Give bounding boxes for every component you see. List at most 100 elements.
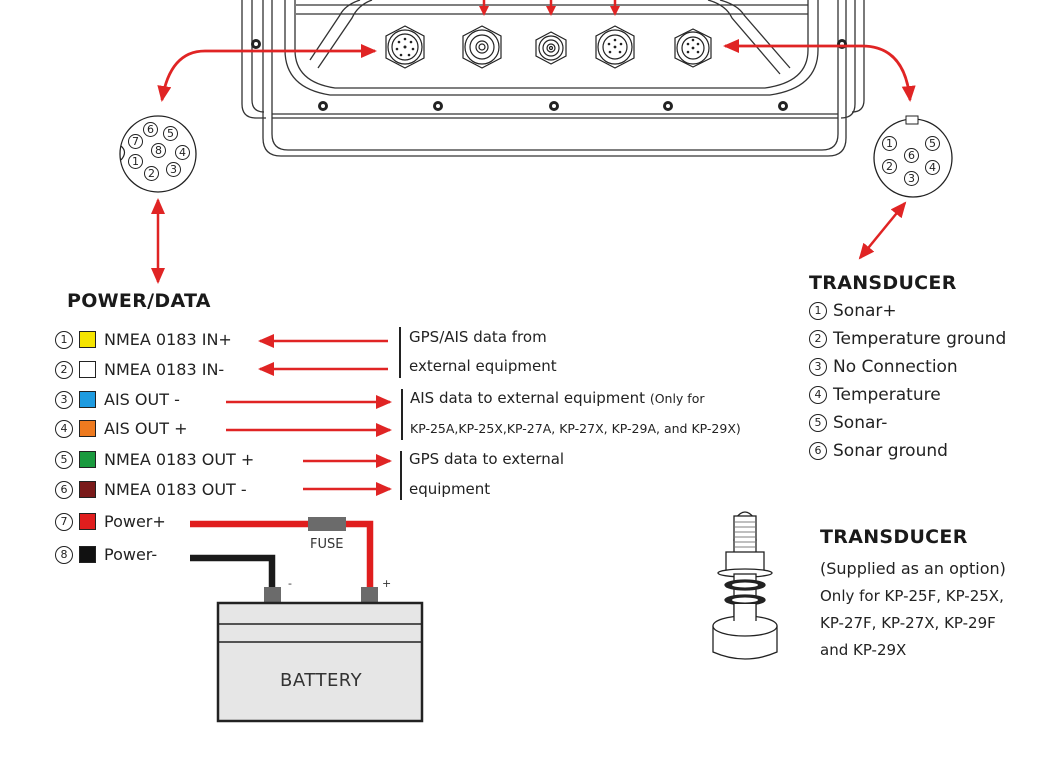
- transducer-option-models-1: Only for KP-25F, KP-25X,: [820, 587, 1004, 605]
- pin-row-3: 3 AIS OUT -: [55, 390, 180, 409]
- power-positive-wire: [190, 520, 374, 592]
- pin-number: 5: [809, 414, 827, 432]
- desc-ais-out-suffix: (Only for: [649, 391, 705, 406]
- pin-label: Sonar+: [833, 301, 897, 321]
- power-connector-pin: 6: [143, 122, 158, 137]
- transducer-pin-6: 6 Sonar ground: [809, 441, 948, 461]
- device-connector-antenna-1: [462, 25, 502, 69]
- pin-label: Power-: [104, 545, 158, 564]
- power-connector-pin: 8: [151, 143, 166, 158]
- wire-color-swatch: [79, 331, 96, 348]
- pin-label: Sonar ground: [833, 441, 948, 461]
- pin-row-7: 7 Power+: [55, 512, 166, 531]
- pin-label: AIS OUT +: [104, 419, 188, 438]
- transducer-option-models-3: and KP-29X: [820, 641, 907, 659]
- pin-number: 4: [809, 386, 827, 404]
- wire-color-swatch: [79, 481, 96, 498]
- desc-ais-out-line1: AIS data to external equipment (Only for: [410, 389, 704, 407]
- desc-gps-ais-in-line2: external equipment: [409, 357, 557, 375]
- transducer-connector-pin: 5: [925, 136, 940, 151]
- power-data-heading: POWER/DATA: [67, 290, 211, 312]
- signal-arrows: [226, 334, 392, 496]
- pin-label: No Connection: [833, 357, 958, 377]
- wire-color-swatch: [79, 391, 96, 408]
- transducer-pin-2: 2 Temperature ground: [809, 329, 1006, 349]
- wire-color-swatch: [79, 420, 96, 437]
- pin-label: Temperature: [833, 385, 941, 405]
- fuse: [308, 517, 346, 531]
- pin-number: 1: [809, 302, 827, 320]
- pin-label: Temperature ground: [833, 329, 1007, 349]
- desc-ais-out-line2: KP-25A,KP-25X,KP-27A, KP-27X, KP-29A, an…: [410, 421, 741, 436]
- pin-number: 3: [55, 390, 73, 409]
- pin-number: 3: [809, 358, 827, 376]
- transducer-option-models-2: KP-27F, KP-27X, KP-29F: [820, 614, 996, 632]
- device-connector-network: [595, 25, 635, 69]
- battery: [216, 587, 424, 723]
- battery-negative-sign: -: [288, 577, 292, 590]
- pin-label: NMEA 0183 OUT -: [104, 480, 247, 499]
- pin-number: 6: [809, 442, 827, 460]
- power-connector-pin: 5: [163, 126, 178, 141]
- pin-number: 6: [55, 480, 73, 499]
- desc-gps-out-line2: equipment: [409, 480, 491, 498]
- transducer-pin-3: 3 No Connection: [809, 357, 958, 377]
- pin-label: NMEA 0183 OUT +: [104, 450, 255, 469]
- transducer-connector-pin: 6: [904, 148, 919, 163]
- pin-row-1: 1 NMEA 0183 IN+: [55, 330, 232, 349]
- top-arrows: [479, 0, 620, 16]
- device-housing: [241, 0, 865, 157]
- power-connector-pin: 1: [128, 154, 143, 169]
- transducer-option-heading: TRANSDUCER: [820, 526, 968, 548]
- description-brackets: [399, 327, 403, 500]
- pin-label: AIS OUT -: [104, 390, 180, 409]
- battery-positive-sign: +: [382, 577, 392, 590]
- pin-number: 5: [55, 450, 73, 469]
- pin-row-4: 4 AIS OUT +: [55, 419, 187, 438]
- pin-number: 1: [55, 330, 73, 349]
- wire-color-swatch: [79, 546, 96, 563]
- transducer-pin-4: 4 Temperature: [809, 385, 941, 405]
- wire-color-swatch: [79, 513, 96, 530]
- pin-label: Sonar-: [833, 413, 888, 433]
- battery-label: BATTERY: [280, 670, 363, 691]
- wire-color-swatch: [79, 361, 96, 378]
- transducer-pin-1: 1 Sonar+: [809, 301, 897, 321]
- transducer-connector-pin: 1: [882, 136, 897, 151]
- arrow-transducer-to-list: [858, 201, 907, 260]
- transducer-pinout-heading: TRANSDUCER: [809, 272, 957, 294]
- desc-ais-out-main: AIS data to external equipment: [410, 389, 646, 407]
- transducer-connector-pin: 3: [904, 171, 919, 186]
- device-connector-antenna-2: [535, 31, 567, 65]
- transducer-connector-pin: 4: [925, 160, 940, 175]
- power-connector-pin: 4: [175, 145, 190, 160]
- device-connector-transducer: [674, 28, 712, 68]
- pin-label: Power+: [104, 512, 166, 531]
- transducer-connector-pin: 2: [882, 159, 897, 174]
- pin-label: NMEA 0183 IN+: [104, 330, 232, 349]
- power-connector-pin: 2: [144, 166, 159, 181]
- pin-number: 4: [55, 419, 73, 438]
- pin-number: 2: [809, 330, 827, 348]
- arrow-power-connector: [157, 44, 377, 102]
- arrow-transducer-connector: [723, 39, 916, 102]
- pin-row-6: 6 NMEA 0183 OUT -: [55, 480, 247, 499]
- pin-number: 7: [55, 512, 73, 531]
- pin-row-5: 5 NMEA 0183 OUT +: [55, 450, 254, 469]
- transducer-pin-5: 5 Sonar-: [809, 413, 887, 433]
- device-connector-power-data: [385, 25, 425, 69]
- wire-color-swatch: [79, 451, 96, 468]
- power-negative-wire: [190, 554, 276, 592]
- pin-number: 2: [55, 360, 73, 379]
- pin-label: NMEA 0183 IN-: [104, 360, 225, 379]
- fuse-label: FUSE: [310, 537, 344, 552]
- power-connector-pin: 7: [128, 134, 143, 149]
- power-connector-pin: 3: [166, 162, 181, 177]
- pin-row-2: 2 NMEA 0183 IN-: [55, 360, 224, 379]
- desc-gps-ais-in-line1: GPS/AIS data from: [409, 328, 547, 346]
- transducer-option-note: (Supplied as an option): [820, 559, 1006, 578]
- pin-number: 8: [55, 545, 73, 564]
- transducer-illustration: [712, 511, 778, 660]
- desc-gps-out-line1: GPS data to external: [409, 450, 565, 468]
- pin-row-8: 8 Power-: [55, 545, 157, 564]
